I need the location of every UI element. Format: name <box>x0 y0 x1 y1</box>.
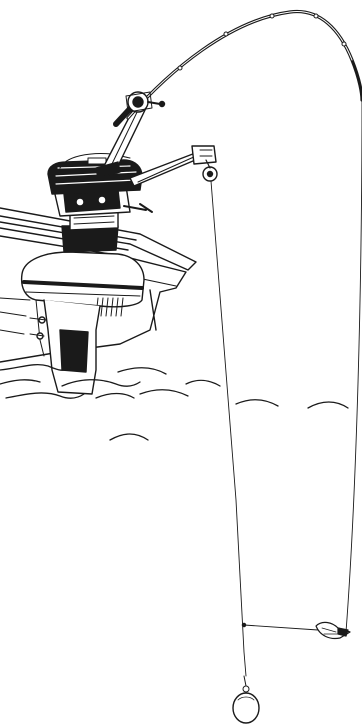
downrigger-cable <box>211 181 246 676</box>
cannonball-weight <box>233 676 259 723</box>
fishing-reel <box>126 92 165 112</box>
line-release-lure <box>316 622 350 638</box>
fishing-line <box>346 100 362 632</box>
release-leader <box>242 623 318 630</box>
downrigger-mount <box>62 212 118 252</box>
fishing-rod <box>116 12 362 124</box>
water-waves <box>0 365 348 440</box>
downrigger-boom <box>130 146 216 186</box>
